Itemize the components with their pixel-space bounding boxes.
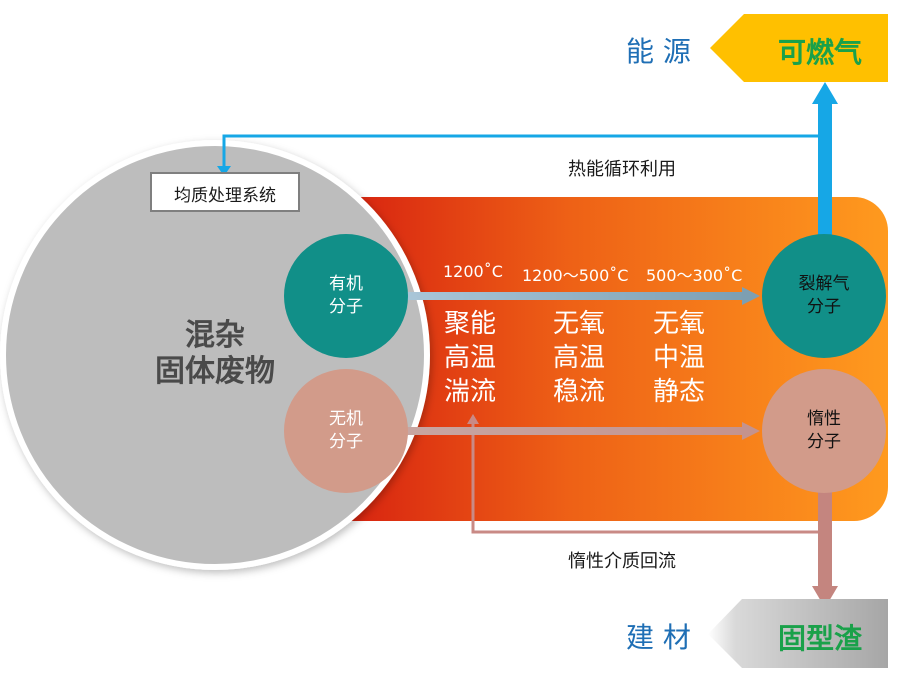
- organic-line2: 分子: [329, 297, 363, 317]
- organic-circle: [284, 234, 408, 358]
- organic-arrowhead: [742, 287, 760, 305]
- organic-arrow-shaft: [405, 292, 745, 300]
- inorganic-arrow-shaft: [405, 427, 745, 435]
- stage-2-line2: 高温: [553, 343, 606, 373]
- stage-1-line3: 湍流: [444, 377, 497, 407]
- inert-loop-line: [471, 420, 825, 534]
- waste-label: 混杂 固体废物: [110, 318, 320, 390]
- inert-loop-arrowhead: [467, 414, 479, 424]
- stage-1-line1: 聚能: [444, 309, 497, 339]
- combustible-gas-label: 可燃气: [778, 36, 863, 69]
- waste-line2: 固体废物: [155, 354, 275, 389]
- temperature-stage-2: 1200～500˚C: [522, 266, 629, 285]
- gas-up-shaft: [818, 104, 832, 240]
- stage-3: 无氧 中温 静态: [653, 307, 705, 409]
- energy-pointer: [710, 14, 888, 82]
- organic-line1: 有机: [329, 274, 363, 294]
- stage-1: 聚能 高温 湍流: [444, 307, 496, 409]
- inorganic-label: 无机 分子: [296, 408, 396, 454]
- inorganic-arrowhead: [742, 422, 760, 440]
- inert-line1: 惰性: [807, 409, 841, 429]
- heat-loop-line: [222, 134, 825, 168]
- heat-zone: [310, 197, 888, 521]
- heat-loop-arrowhead: [217, 166, 231, 176]
- energy-label: 能 源: [626, 35, 691, 68]
- system-box-frame: [150, 172, 300, 212]
- temperature-stage-1: 1200˚C: [443, 262, 503, 281]
- heat-loop-label: 热能循环利用: [568, 159, 676, 180]
- stage-3-line1: 无氧: [653, 309, 706, 339]
- inorganic-line2: 分子: [329, 432, 363, 452]
- stage-3-line3: 静态: [653, 377, 706, 407]
- stage-1-line2: 高温: [444, 343, 497, 373]
- stage-2-line3: 稳流: [553, 377, 606, 407]
- slag-down-arrowhead: [812, 586, 838, 608]
- inorganic-line1: 无机: [329, 409, 363, 429]
- stage-2: 无氧 高温 稳流: [553, 307, 605, 409]
- inert-circle: [762, 369, 886, 493]
- pyrolysis-gas-line1: 裂解气: [798, 274, 850, 294]
- pyrolysis-gas-circle: [762, 234, 886, 358]
- temperature-stage-3: 500～300˚C: [646, 266, 743, 285]
- gas-up-arrowhead: [812, 82, 838, 104]
- solid-slag-label: 固型渣: [778, 622, 863, 655]
- building-material-label: 建 材: [626, 621, 691, 654]
- waste-line1: 混杂: [185, 318, 245, 353]
- stage-2-line1: 无氧: [553, 309, 606, 339]
- organic-label: 有机 分子: [296, 273, 396, 319]
- inert-loop-label: 惰性介质回流: [568, 551, 676, 572]
- material-pointer: [708, 599, 888, 668]
- pyrolysis-gas-line2: 分子: [807, 297, 841, 317]
- inorganic-circle: [284, 369, 408, 493]
- stage-3-line2: 中温: [653, 343, 706, 373]
- system-box-label: 均质处理系统: [174, 186, 276, 206]
- inert-label: 惰性 分子: [774, 408, 874, 454]
- pyrolysis-gas-label: 裂解气 分子: [774, 273, 874, 319]
- inert-line2: 分子: [807, 432, 841, 452]
